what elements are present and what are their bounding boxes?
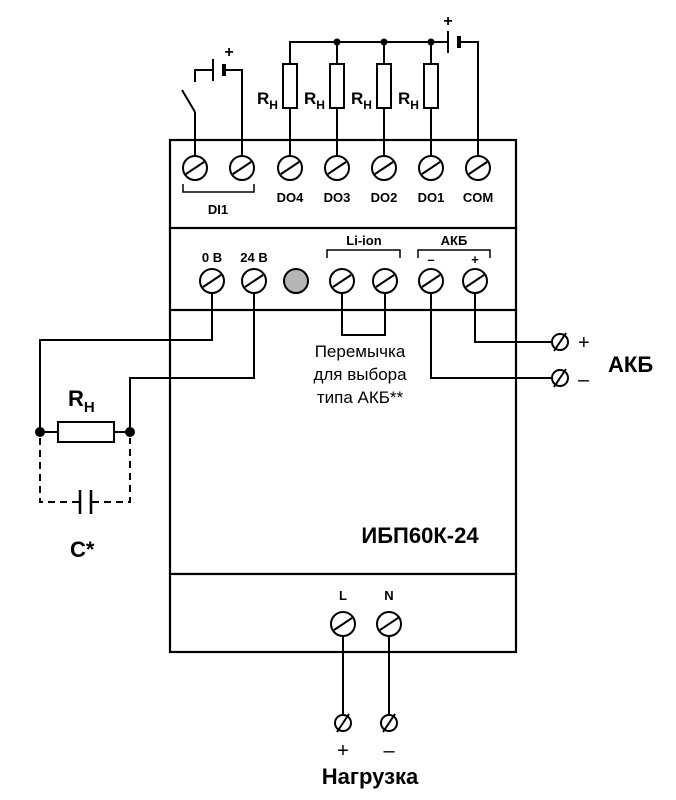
terminal-com[interactable]: [465, 155, 491, 181]
terminal-liion-2[interactable]: [372, 268, 398, 294]
terminal-di1a[interactable]: [182, 155, 208, 181]
terminal-akb-minus[interactable]: [418, 268, 444, 294]
di1-supply-plus: +: [224, 44, 233, 61]
node-right: [125, 427, 135, 437]
terminal-l[interactable]: [330, 611, 356, 637]
terminal-liion-1[interactable]: [329, 268, 355, 294]
capacitor-label: C*: [70, 537, 95, 562]
top-terminals: [182, 155, 491, 181]
terminal-do3[interactable]: [324, 155, 350, 181]
di1-input-circuit: +: [181, 44, 243, 156]
akb-group-bracket: [417, 249, 491, 258]
output-load-circuit: [35, 293, 255, 514]
di1-switch: [181, 89, 196, 113]
load-circuit: [334, 636, 398, 733]
terminal-label-do2: DO2: [371, 190, 398, 205]
battery-plus-sign: +: [578, 332, 590, 354]
terminal-label-do3: DO3: [324, 190, 351, 205]
battery-minus-sign: –: [578, 369, 590, 391]
load-resistor-do2: [376, 63, 392, 109]
terminal-di1b[interactable]: [229, 155, 255, 181]
li-ion-group-bracket: [326, 249, 401, 258]
terminal-akb-plus[interactable]: [462, 268, 488, 294]
terminal-24v[interactable]: [241, 268, 267, 294]
resistor-label-do4: RН: [257, 89, 278, 112]
terminal-label-akb-minus: –: [427, 252, 434, 267]
do-supply-plus: +: [443, 13, 452, 30]
resistor-label-do1: RН: [398, 89, 419, 112]
do-output-circuit: +: [282, 13, 479, 156]
akb-group-label: АКБ: [441, 233, 468, 248]
terminal-label-akb-plus: +: [471, 252, 479, 267]
resistor-label-do2: RН: [351, 89, 372, 112]
terminal-label-l: L: [339, 588, 347, 603]
device-model-label: ИБП60К-24: [361, 523, 479, 548]
terminal-label-n: N: [384, 588, 393, 603]
terminal-label-0v: 0 В: [202, 250, 222, 265]
li-ion-group-label: Li-ion: [346, 233, 381, 248]
blank-terminal-plug: [283, 268, 309, 294]
terminal-label-do4: DO4: [277, 190, 305, 205]
di1-group-label: DI1: [208, 202, 228, 217]
load-resistor-do4: [282, 63, 298, 109]
resistor-label-do3: RН: [304, 89, 325, 112]
terminal-label-do1: DO1: [418, 190, 445, 205]
top-terminal-block: [168, 138, 518, 232]
terminal-0v[interactable]: [199, 268, 225, 294]
jumper-note-line-3: типа АКБ**: [317, 388, 404, 407]
terminal-do1[interactable]: [418, 155, 444, 181]
battery-circuit: [430, 293, 569, 388]
battery-type-jumper: [341, 293, 386, 336]
load-label: Нагрузка: [322, 764, 419, 789]
load-resistor-do1: [423, 63, 439, 109]
load-resistor-do3: [329, 63, 345, 109]
load-minus-sign: –: [383, 740, 395, 762]
output-resistor: [57, 421, 115, 443]
di1-group-bracket: [182, 184, 255, 193]
output-resistor-label: RН: [68, 386, 95, 416]
load-plus-sign: +: [337, 740, 349, 762]
node-left: [35, 427, 45, 437]
terminal-do4[interactable]: [277, 155, 303, 181]
jumper-note-line-2: для выбора: [313, 365, 407, 384]
terminal-label-24v: 24 В: [240, 250, 267, 265]
terminal-do2[interactable]: [371, 155, 397, 181]
terminal-n[interactable]: [376, 611, 402, 637]
terminal-label-com: COM: [463, 190, 493, 205]
battery-label: АКБ: [608, 352, 653, 377]
jumper-note-line-1: Перемычка: [315, 342, 406, 361]
bottom-terminals: [330, 611, 402, 637]
